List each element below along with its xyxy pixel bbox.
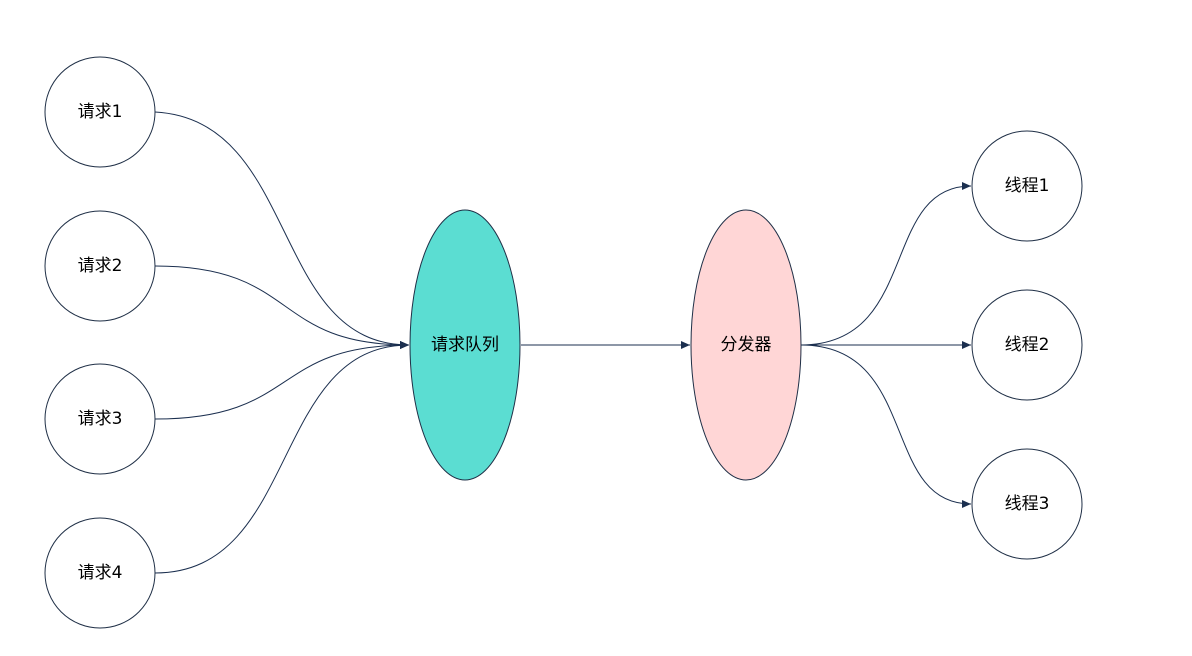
request-node: 请求2 [44,210,156,322]
request-node: 请求1 [44,56,156,168]
request-circle [44,363,156,475]
thread-label: 线程2 [1005,335,1050,355]
dispatcher-node: 分发器 [690,209,802,481]
edge-request2-to-queue [154,265,410,349]
edge-dispatcher-to-thread1 [800,182,972,346]
thread-node: 线程1 [971,130,1083,242]
request-label: 请求4 [78,563,123,583]
edge-request4-to-queue [154,341,410,574]
dispatcher-label: 分发器 [721,335,772,355]
queue-ellipse [409,209,521,481]
thread-circle [971,448,1083,560]
request-circle [44,210,156,322]
edge-request3-to-queue [154,341,410,420]
request-circle [44,56,156,168]
thread-circle [971,130,1083,242]
queue-node: 请求队列 [409,209,521,481]
thread-label: 线程3 [1005,494,1050,514]
edges [154,111,972,574]
dispatcher-ellipse [690,209,802,481]
edge-dispatcher-to-thread3 [800,344,972,508]
thread-circle [971,289,1083,401]
request-node: 请求4 [44,517,156,629]
request-circle [44,517,156,629]
thread-label: 线程1 [1005,176,1050,196]
request-label: 请求2 [78,256,123,276]
request-label: 请求3 [78,409,123,429]
queue-label: 请求队列 [431,335,499,355]
thread-node: 线程3 [971,448,1083,560]
request-node: 请求3 [44,363,156,475]
request-label: 请求1 [78,102,123,122]
thread-node: 线程2 [971,289,1083,401]
edge-request1-to-queue [154,111,410,349]
